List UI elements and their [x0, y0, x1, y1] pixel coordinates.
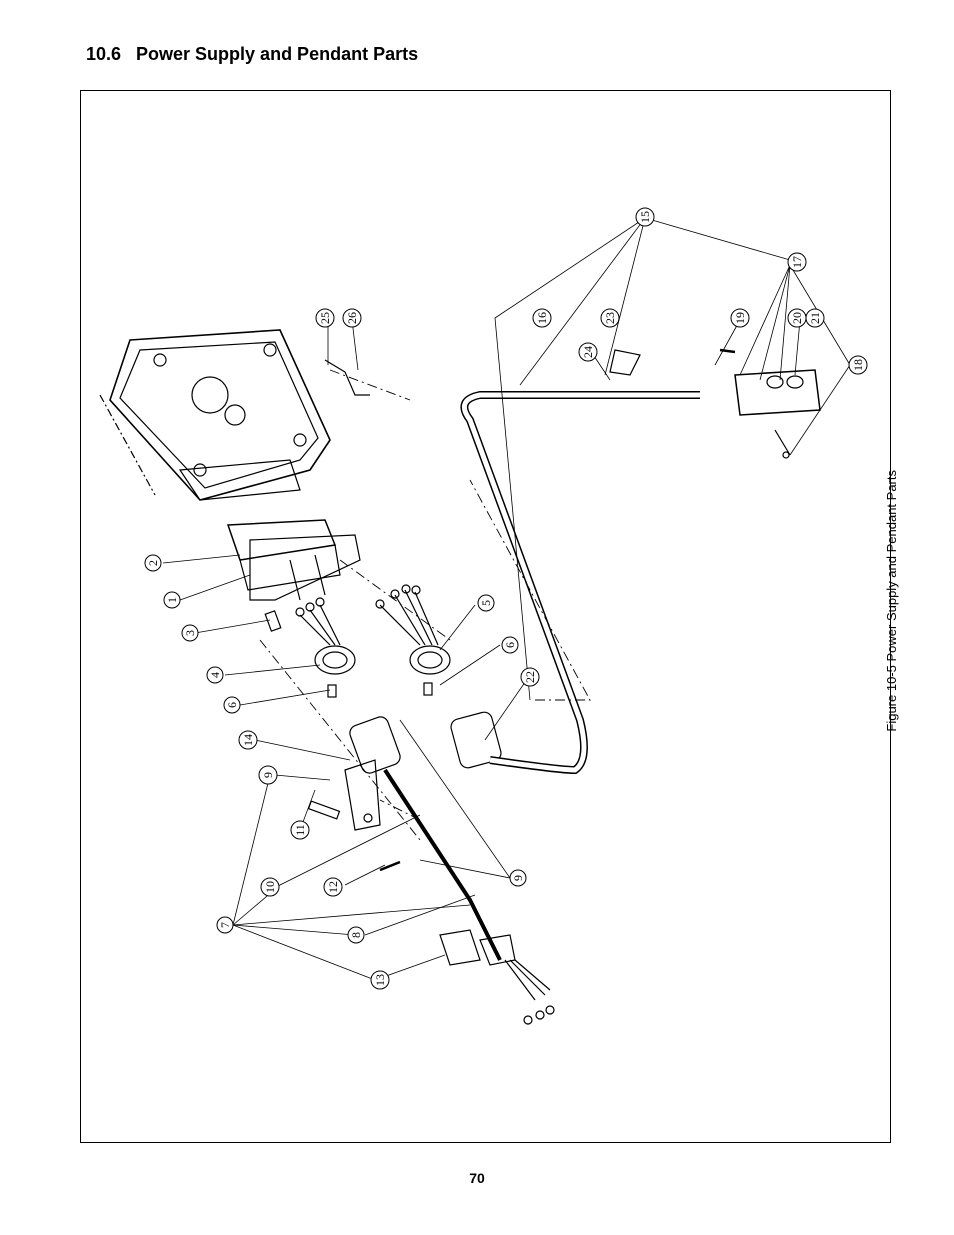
screw-6-right: [423, 682, 433, 696]
callout-25: 24: [578, 342, 598, 362]
svg-text:16: 16: [535, 312, 549, 324]
tag-24: [609, 349, 641, 376]
callout-5: 5: [477, 594, 495, 612]
pin-13: [379, 860, 401, 872]
pin-20: [719, 348, 736, 354]
callout-6b: 6: [501, 636, 519, 654]
mount-plate: [344, 759, 381, 831]
svg-text:12: 12: [326, 881, 340, 893]
section-title: 10.6 Power Supply and Pendant Parts: [86, 44, 419, 64]
callout-21: 20: [787, 308, 807, 328]
figure-frame: [80, 90, 891, 1143]
callout-23: 22: [520, 667, 540, 687]
callout-8: 8: [347, 926, 365, 944]
svg-text:9: 9: [511, 875, 525, 881]
pendant-bracket: [226, 519, 361, 601]
pendant-switch: [734, 369, 821, 459]
svg-text:9: 9: [261, 772, 275, 778]
svg-text:11: 11: [293, 824, 307, 836]
svg-text:23: 23: [603, 312, 617, 324]
svg-text:8: 8: [349, 932, 363, 938]
callout-27: 26: [342, 308, 362, 328]
callout-24: 23: [600, 308, 620, 328]
leader-lines: [162, 217, 851, 981]
callout-4: 4: [206, 666, 224, 684]
callout-26: 25: [315, 308, 335, 328]
callout-1: 1: [163, 591, 181, 609]
connector-left: [295, 597, 356, 675]
svg-text:7: 7: [218, 922, 232, 928]
ground-wire: [324, 359, 370, 396]
callout-20: 19: [730, 308, 750, 328]
callout-18: 17: [787, 252, 807, 272]
plug-lower: [349, 716, 502, 961]
callout-15: 14: [238, 730, 258, 750]
callout-13: 12: [323, 877, 343, 897]
callout-7: 7: [216, 916, 234, 934]
callout-19: 18: [848, 355, 868, 375]
cable-clamp: [439, 929, 555, 1025]
callout-11: 10: [260, 877, 280, 897]
callout-14: 13: [370, 970, 390, 990]
svg-text:15: 15: [638, 211, 652, 223]
callout-6a: 6: [223, 696, 241, 714]
svg-text:14: 14: [241, 734, 255, 746]
svg-text:2: 2: [146, 560, 160, 566]
svg-text:17: 17: [790, 256, 804, 268]
svg-text:18: 18: [851, 359, 865, 371]
hoist-housing: [99, 329, 331, 501]
svg-text:22: 22: [523, 671, 537, 683]
svg-text:5: 5: [479, 600, 493, 606]
svg-text:19: 19: [733, 312, 747, 324]
page-number: 70: [469, 1170, 485, 1186]
svg-text:3: 3: [183, 630, 197, 636]
callout-22: 21: [805, 308, 825, 328]
screw-3: [264, 610, 282, 632]
svg-text:21: 21: [808, 312, 822, 324]
callout-3: 3: [181, 624, 199, 642]
callout-10: 9: [258, 765, 278, 785]
svg-text:20: 20: [790, 312, 804, 324]
svg-text:4: 4: [208, 672, 222, 678]
plug-upper: [450, 391, 700, 775]
svg-text:24: 24: [581, 346, 595, 358]
svg-text:10: 10: [263, 881, 277, 893]
callout-17: 16: [532, 308, 552, 328]
svg-text:26: 26: [345, 312, 359, 324]
callout-9: 9: [509, 869, 527, 887]
svg-text:6: 6: [225, 702, 239, 708]
callout-12: 11: [290, 820, 310, 840]
svg-text:1: 1: [165, 597, 179, 603]
screw-6-left: [327, 684, 337, 698]
connector-right: [375, 584, 451, 675]
svg-text:6: 6: [503, 642, 517, 648]
bolt-10: [307, 800, 341, 820]
svg-text:13: 13: [373, 974, 387, 986]
callout-16: 15: [635, 207, 655, 227]
callouts: 2 1 3 4 6 14 9 11 10 12 7 8 13 9 5 6 22 …: [144, 207, 868, 990]
callout-2: 2: [144, 554, 162, 572]
svg-text:25: 25: [318, 312, 332, 324]
assembly-lines: [259, 369, 591, 841]
figure-caption: Figure 10-5 Power Supply and Pendant Par…: [884, 470, 899, 732]
